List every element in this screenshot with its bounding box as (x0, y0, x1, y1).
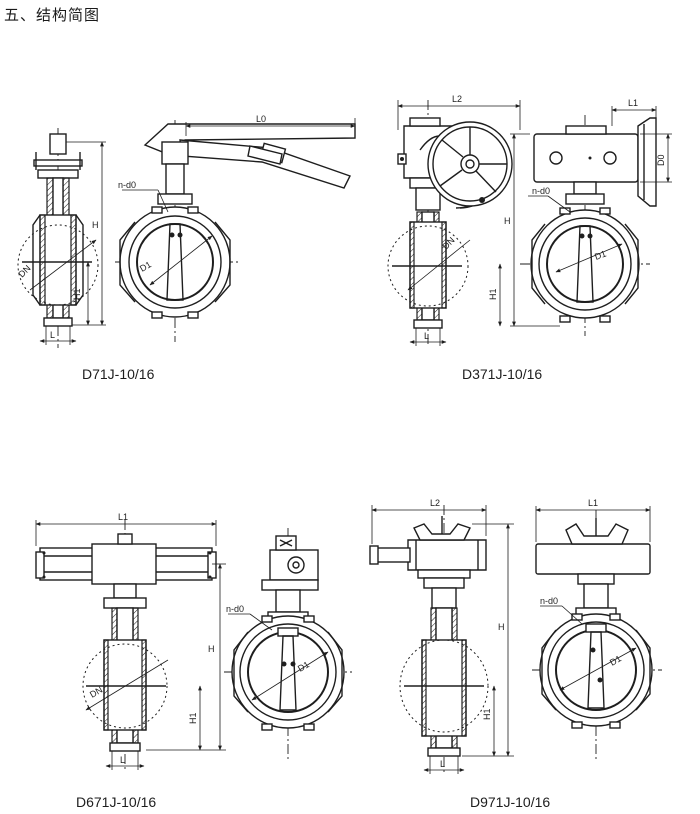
d371j-l2-label: L2 (452, 94, 462, 104)
d971j-caption: D971J-10/16 (470, 794, 550, 810)
d671j-side-view: DN L L1 H H1 (35, 512, 226, 770)
d671j-front-view: D1 n-d0 (224, 528, 352, 760)
d71j-h-label: H (92, 220, 99, 230)
d371j-h1-label: H1 (488, 288, 498, 300)
d971j-side-view: L L2 H H1 (369, 498, 514, 774)
d71j-d1-label: D1 (138, 259, 153, 273)
model-d71j: DN L H H1 (16, 114, 356, 382)
d371j-handwheel (427, 121, 513, 207)
d971j-l-label: L (440, 759, 445, 769)
d71j-dn-label: DN (16, 263, 32, 279)
d371j-nd0-label: n-d0 (532, 186, 550, 196)
d671j-h-label: H (208, 644, 215, 654)
d671j-l-label: L (120, 755, 125, 765)
d71j-l-label: L (50, 330, 55, 340)
d71j-h1-label: H1 (72, 288, 82, 300)
d971j-l1-label: L1 (588, 498, 598, 508)
d71j-nd0-label: n-d0 (118, 180, 136, 190)
d71j-caption: D71J-10/16 (82, 366, 155, 382)
d371j-d0-label: D0 (656, 154, 666, 166)
d71j-front-view: D1 n-d0 L0 (115, 114, 356, 342)
d71j-l0-label: L0 (256, 114, 266, 124)
d371j-l-label: L (424, 331, 429, 341)
d671j-l1-label: L1 (118, 512, 128, 522)
d671j-d1-label: D1 (296, 659, 311, 673)
d971j-front-view: D1 n-d0 L1 (532, 498, 662, 760)
d971j-nd0-label: n-d0 (540, 596, 558, 606)
d671j-dn-label: DN (88, 685, 104, 700)
d971j-d1-label: D1 (608, 653, 623, 667)
d671j-h1-label: H1 (188, 712, 198, 724)
d371j-front-view: D1 n-d0 L1 D0 H H1 (488, 98, 672, 336)
model-d371j: DN L L2 (387, 94, 672, 382)
d971j-h-label: H (498, 622, 505, 632)
d971j-h1-label: H1 (482, 708, 492, 720)
d971j-l2-label: L2 (430, 498, 440, 508)
d371j-l1-label: L1 (628, 98, 638, 108)
d371j-h-label: H (504, 216, 511, 226)
d671j-caption: D671J-10/16 (76, 794, 156, 810)
d371j-d1-label: D1 (593, 249, 607, 262)
model-d971j: L L2 H H1 (369, 498, 662, 810)
section-heading: 五、结构简图 (4, 6, 101, 24)
d671j-nd0-label: n-d0 (226, 604, 244, 614)
d71j-side-view: DN L H H1 (16, 128, 106, 348)
d371j-caption: D371J-10/16 (462, 366, 542, 382)
model-d671j: DN L L1 H H1 (35, 512, 352, 810)
